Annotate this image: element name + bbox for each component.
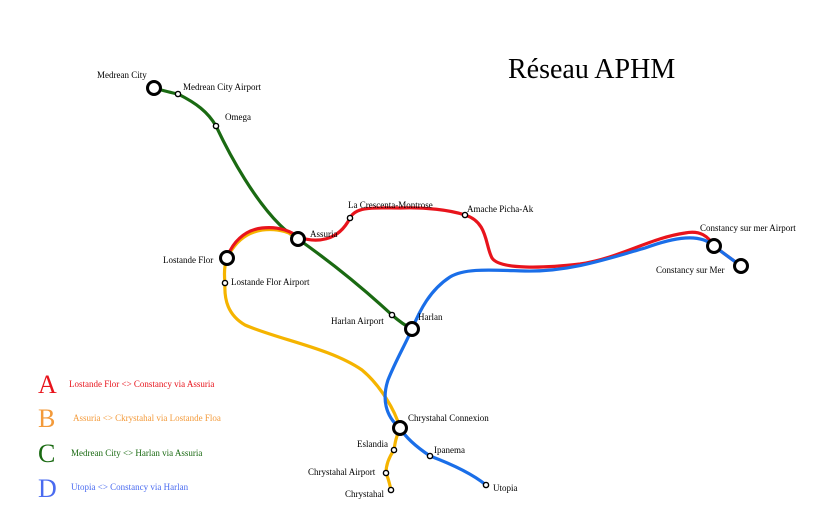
legend-letter-c: C <box>38 439 55 468</box>
station-medrean-city-label: Medrean City <box>97 70 147 80</box>
station-medrean-city-airport-label: Medrean City Airport <box>183 82 261 92</box>
map-title: Réseau APHM <box>508 54 675 85</box>
station-chrystahal-airport-marker[interactable] <box>382 469 390 477</box>
station-constancy-label: Constancy sur Mer <box>656 265 725 275</box>
legend-item-b: B Assuria <> Ckrystahal via Lostande Flo… <box>38 404 221 433</box>
station-constancy-airport-label: Constancy sur mer Airport <box>700 223 796 233</box>
legend-item-d: D Utopia <> Constancy via Harlan <box>38 474 189 503</box>
station-harlan-label: Harlan <box>418 312 443 322</box>
station-lostande-flor-airport-label: Lostande Flor Airport <box>231 277 310 287</box>
station-constancy-airport-marker[interactable] <box>706 238 722 254</box>
station-assuria-marker[interactable] <box>290 231 306 247</box>
station-amache-label: Amache Picha-Ak <box>467 204 534 214</box>
station-amache-marker[interactable] <box>461 211 469 219</box>
legend-text-d: Utopia <> Constancy via Harlan <box>71 482 189 492</box>
station-chrystahal-connexion-label: Chrystahal Connexion <box>408 413 489 423</box>
station-chrystahal-connexion-marker[interactable] <box>392 420 408 436</box>
legend-text-c: Medrean City <> Harlan via Assuria <box>71 448 202 458</box>
legend-letter-a: A <box>38 370 57 399</box>
station-constancy-marker[interactable] <box>733 258 749 274</box>
station-harlan-marker[interactable] <box>404 321 420 337</box>
station-ipanema-label: Ipanema <box>434 445 465 455</box>
station-medrean-city-airport-marker[interactable] <box>174 90 182 98</box>
station-la-crescenta-marker[interactable] <box>346 214 354 222</box>
station-omega-marker[interactable] <box>212 122 220 130</box>
legend-item-c: C Medrean City <> Harlan via Assuria <box>38 439 202 468</box>
station-lostande-flor-label: Lostande Flor <box>163 255 213 265</box>
station-lostande-flor-airport-marker[interactable] <box>221 279 229 287</box>
station-utopia-label: Utopia <box>493 483 518 493</box>
station-utopia-marker[interactable] <box>482 481 490 489</box>
station-chrystahal-label: Chrystahal <box>345 489 384 499</box>
station-ipanema-marker[interactable] <box>426 452 434 460</box>
legend-item-a: A Lostande Flor <> Constancy via Assuria <box>38 370 214 399</box>
station-eslandia-label: Eslandia <box>357 439 388 449</box>
legend-letter-d: D <box>38 474 57 503</box>
station-lostande-flor-marker[interactable] <box>219 250 235 266</box>
station-harlan-airport-marker[interactable] <box>388 311 396 319</box>
legend-text-a: Lostande Flor <> Constancy via Assuria <box>69 379 214 389</box>
station-eslandia-marker[interactable] <box>390 446 398 454</box>
legend-text-b: Assuria <> Ckrystahal via Lostande Floa <box>73 413 221 423</box>
station-chrystahal-marker[interactable] <box>387 486 395 494</box>
legend: A Lostande Flor <> Constancy via Assuria… <box>38 370 221 503</box>
line-b-path <box>222 227 402 492</box>
line-d-path <box>383 236 743 487</box>
station-harlan-airport-label: Harlan Airport <box>331 316 384 326</box>
station-assuria-label: Assuria <box>310 229 338 239</box>
station-chrystahal-airport-label: Chrystahal Airport <box>308 467 376 477</box>
station-omega-label: Omega <box>225 112 251 122</box>
station-medrean-city-marker[interactable] <box>146 80 162 96</box>
station-la-crescenta-label: La Crescenta-Montrose <box>348 200 433 210</box>
legend-letter-b: B <box>38 404 55 433</box>
